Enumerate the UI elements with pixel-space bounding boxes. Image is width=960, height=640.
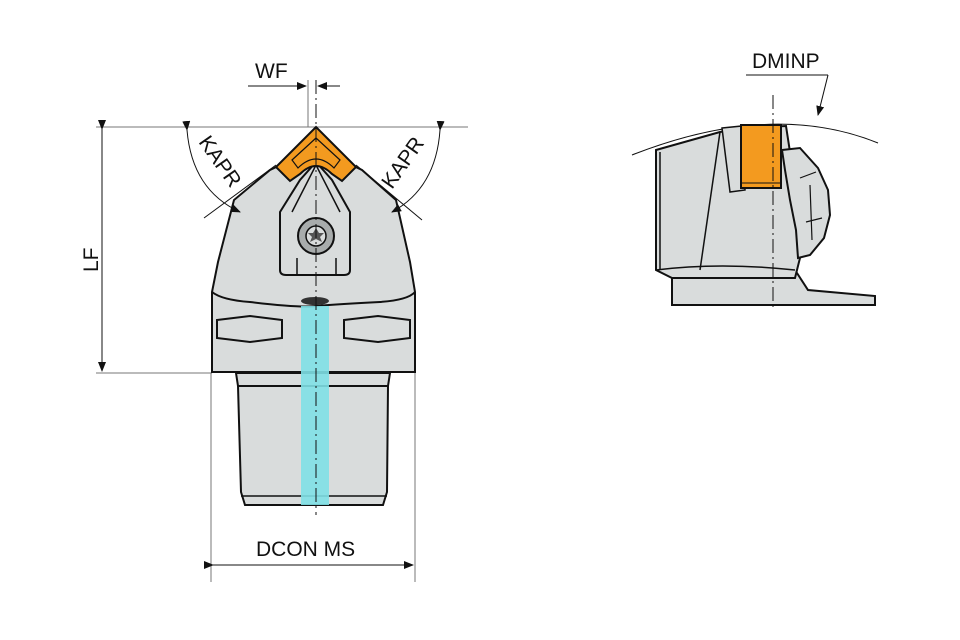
coolant-hole	[301, 297, 329, 305]
wf-dimension: WF	[248, 60, 340, 127]
dminp-label: DMINP	[752, 50, 820, 73]
wf-label: WF	[255, 60, 288, 83]
kapr-left-label: KAPR	[194, 132, 246, 192]
front-view: WF KAPR KAPR LF DCON MS	[80, 60, 468, 582]
side-insert	[740, 124, 782, 189]
chip-breaker	[780, 146, 832, 260]
right-slot	[343, 314, 411, 344]
kapr-right-label: KAPR	[377, 133, 429, 193]
coolant-channel	[301, 306, 329, 505]
left-slot	[216, 314, 283, 344]
lf-dimension: LF	[80, 120, 106, 372]
side-detail-view: DMINP	[631, 50, 879, 308]
lf-label: LF	[80, 247, 103, 272]
dcon-ms-label: DCON MS	[256, 538, 355, 561]
dcon-ms-dimension: DCON MS	[204, 373, 416, 582]
